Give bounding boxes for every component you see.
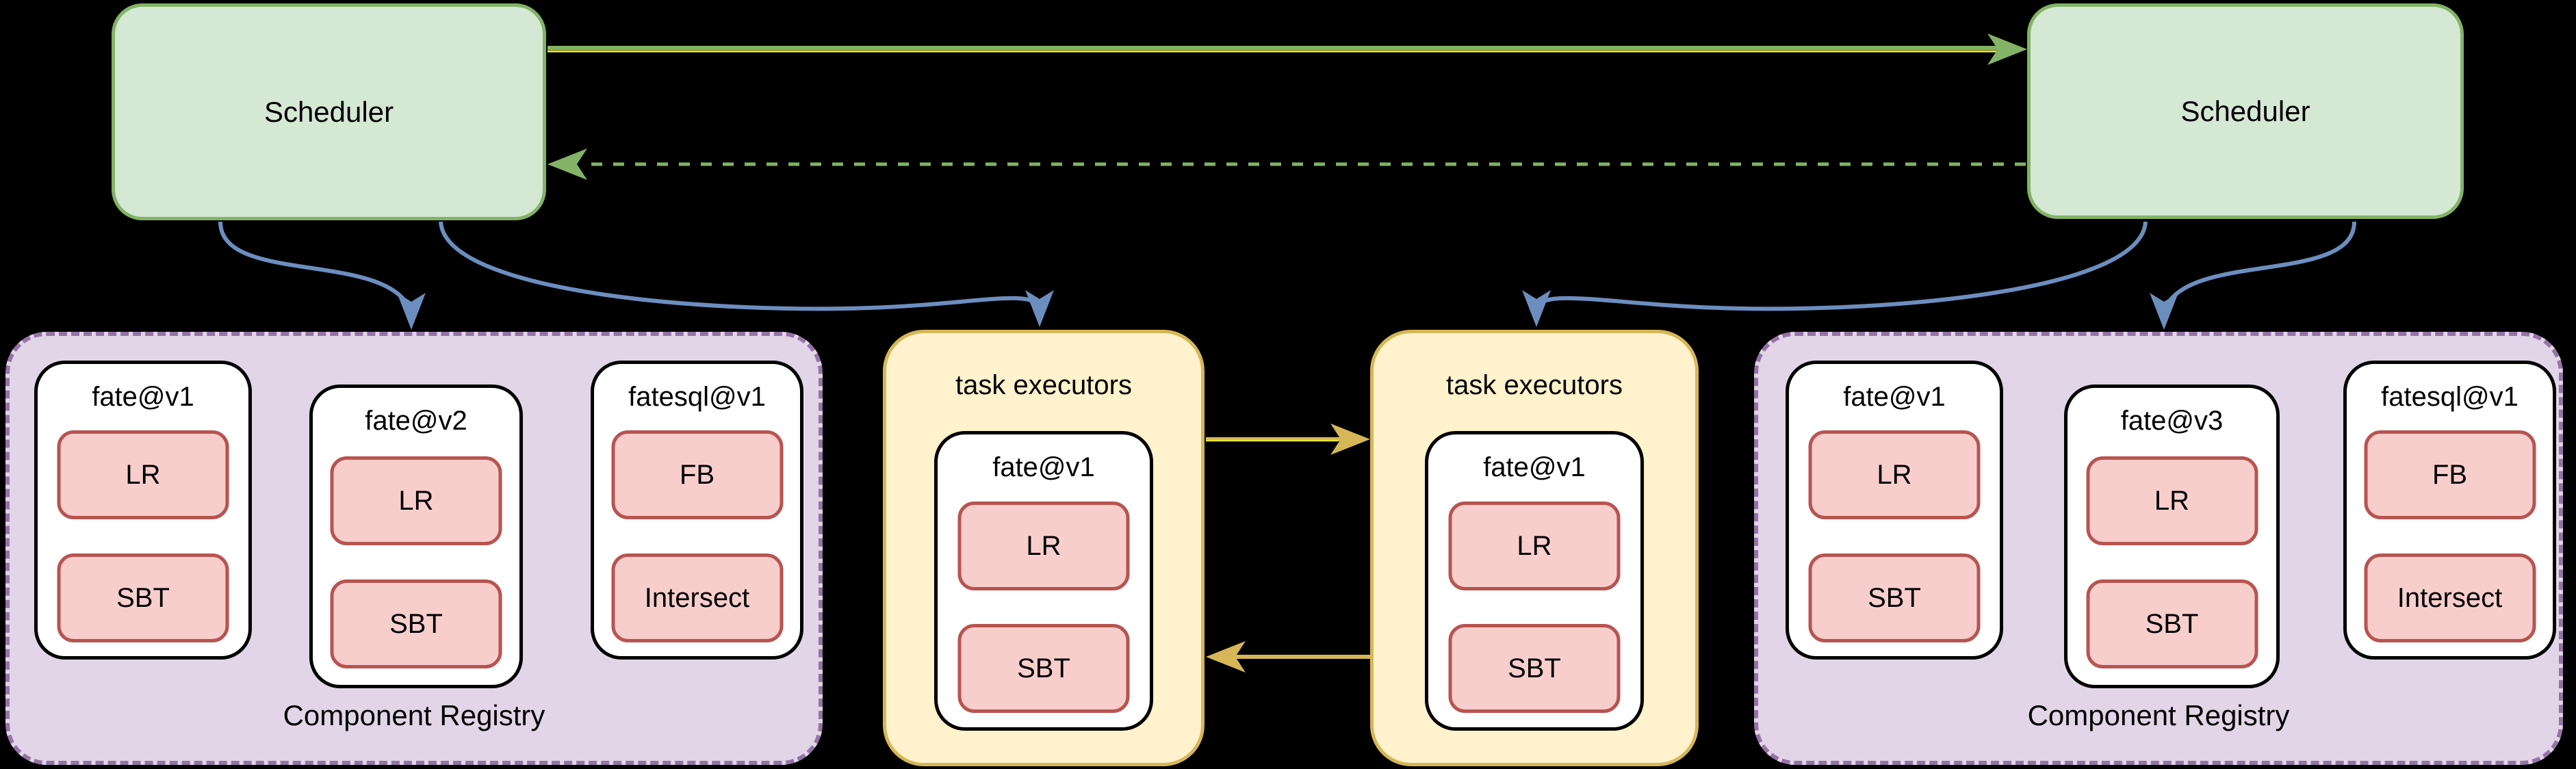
component-label: SBT xyxy=(389,608,443,639)
scheduler-left-label: Scheduler xyxy=(263,95,394,128)
component-chip: SBT xyxy=(957,624,1130,713)
component-label: LR xyxy=(398,485,434,516)
component-chip: LR xyxy=(1448,501,1621,590)
arrow-scheduler-to-executor-right xyxy=(1522,221,2148,327)
executor-title: task executors xyxy=(955,370,1132,400)
component-chip: SBT xyxy=(57,553,229,642)
module-title: fate@v2 xyxy=(365,406,467,436)
component-label: LR xyxy=(125,459,161,490)
module-box: fate@v1 LR SBT xyxy=(1425,431,1644,731)
module-title: fate@v3 xyxy=(2120,406,2224,436)
arrow-scheduler-left-to-right xyxy=(548,34,2027,65)
component-chip: Intersect xyxy=(2364,553,2536,642)
component-label: SBT xyxy=(1868,582,1921,613)
component-chip: SBT xyxy=(1448,624,1621,713)
component-label: Intersect xyxy=(644,582,750,613)
registry-label: Component Registry xyxy=(2027,699,2290,731)
component-registry-left: fate@v1 LR SBT fate@v2 LR SBT fatesql@v1… xyxy=(5,332,823,765)
module-title: fate@v1 xyxy=(1843,382,1946,412)
component-chip: FB xyxy=(611,430,783,519)
module-title: fatesql@v1 xyxy=(2381,382,2519,412)
module-box: fate@v1 LR SBT xyxy=(1786,361,2003,660)
task-executors-right: task executors fate@v1 LR SBT xyxy=(1370,330,1699,766)
module-box: fate@v2 LR SBT xyxy=(309,384,523,688)
module-box: fate@v3 LR SBT xyxy=(2064,384,2280,688)
component-label: Intersect xyxy=(2397,582,2503,613)
task-executors-left: task executors fate@v1 LR SBT xyxy=(883,330,1205,766)
module-box: fatesql@v1 FB Intersect xyxy=(2343,361,2556,660)
component-chip: Intersect xyxy=(611,553,783,642)
arrow-scheduler-right-to-left-dashed xyxy=(548,148,2026,180)
component-label: LR xyxy=(1026,530,1061,561)
arrow-executor-left-to-right xyxy=(1206,423,1370,455)
component-chip: SBT xyxy=(1808,553,1981,642)
component-label: SBT xyxy=(116,582,170,613)
component-label: SBT xyxy=(1017,653,1070,683)
component-chip: LR xyxy=(57,430,229,519)
arrow-scheduler-to-registry-left xyxy=(218,221,426,330)
component-chip: FB xyxy=(2364,430,2536,519)
component-chip: LR xyxy=(2086,456,2258,545)
arrow-scheduler-to-registry-right xyxy=(2150,221,2356,330)
component-label: SBT xyxy=(1508,653,1561,683)
component-label: FB xyxy=(679,459,715,490)
scheduler-right-label: Scheduler xyxy=(2180,94,2310,127)
registry-label: Component Registry xyxy=(283,699,545,731)
scheduler-left: Scheduler xyxy=(112,3,546,220)
component-label: LR xyxy=(1517,530,1552,561)
module-title: fate@v1 xyxy=(1483,452,1586,482)
arrow-executor-right-to-left xyxy=(1206,641,1370,673)
component-chip: SBT xyxy=(2086,579,2258,668)
component-chip: LR xyxy=(1808,430,1981,519)
module-box: fatesql@v1 FB Intersect xyxy=(591,361,803,660)
module-title: fate@v1 xyxy=(992,452,1095,482)
module-box: fate@v1 LR SBT xyxy=(934,431,1153,731)
component-label: LR xyxy=(2154,485,2190,516)
component-label: FB xyxy=(2432,459,2468,490)
component-chip: LR xyxy=(330,456,502,545)
scheduler-right: Scheduler xyxy=(2027,3,2464,219)
component-chip: LR xyxy=(957,501,1130,590)
component-label: LR xyxy=(1877,459,1912,490)
module-title: fate@v1 xyxy=(92,382,194,412)
component-registry-right: fate@v1 LR SBT fate@v3 LR SBT fatesql@v1… xyxy=(1754,332,2563,765)
component-label: SBT xyxy=(2145,608,2199,639)
arrow-scheduler-to-executor-left xyxy=(439,221,1054,327)
module-box: fate@v1 LR SBT xyxy=(34,361,252,660)
executor-title: task executors xyxy=(1446,370,1623,400)
component-chip: SBT xyxy=(330,579,502,668)
module-title: fatesql@v1 xyxy=(628,382,766,412)
